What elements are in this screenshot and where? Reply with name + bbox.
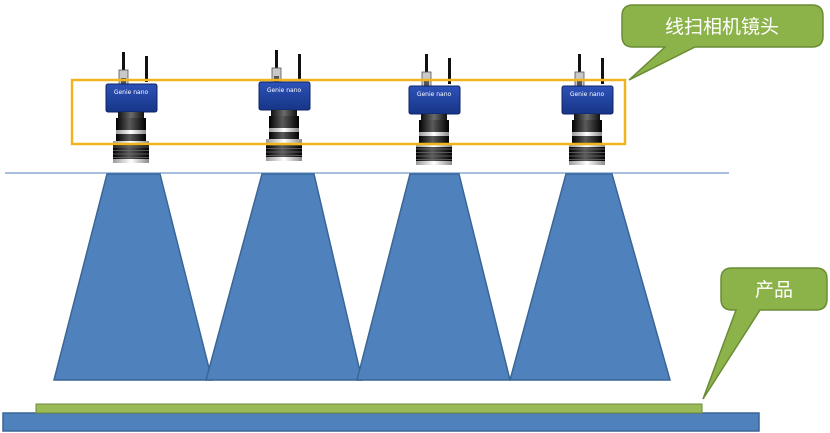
camera-highlight-box (70, 78, 627, 146)
lens-front-ring (569, 161, 605, 165)
lens-focus-ring (113, 145, 149, 159)
camera-1: Genie nano (105, 52, 158, 163)
product-callout: 产品 (702, 267, 828, 400)
lens-barrel (269, 132, 299, 139)
lens-ring-silver (116, 130, 146, 134)
lens-front-ring (266, 157, 302, 161)
camera-brand-label: Genie nano (114, 89, 149, 96)
lens-barrel (572, 136, 602, 143)
camera-cable (145, 56, 148, 82)
fov-cone-4 (509, 173, 671, 381)
lens-ring-silver (269, 128, 299, 132)
lens-focus-ring (266, 143, 302, 157)
camera-cable (601, 58, 604, 84)
camera-2: Genie nano (258, 50, 311, 161)
conveyor-base (2, 412, 760, 432)
lens-front-ring (416, 161, 452, 165)
lens-barrel (572, 120, 602, 132)
camera-cable (275, 50, 278, 80)
camera-mount (118, 112, 144, 118)
lens-ring-silver (419, 132, 449, 136)
camera-3: Genie nano (408, 54, 461, 165)
product-callout-shape (702, 267, 828, 400)
camera-brand-label: Genie nano (267, 87, 302, 94)
field-of-view-cones (53, 173, 671, 381)
fov-cone-1 (53, 173, 213, 381)
lens-barrel (269, 116, 299, 128)
camera-lens-callout: 线扫相机镜头 (621, 4, 824, 81)
lens-barrel (419, 120, 449, 132)
fov-cone-3 (356, 173, 511, 381)
lens-front-ring (113, 159, 149, 163)
camera-cable (578, 54, 581, 84)
camera-connector-tip (424, 80, 429, 86)
product-label: 产品 (755, 279, 793, 301)
camera-mount (271, 110, 297, 116)
lens-ring-silver (572, 132, 602, 136)
lens-barrel (116, 134, 146, 141)
camera-brand-label: Genie nano (570, 91, 605, 98)
camera-mount (421, 114, 447, 120)
lens-barrel (116, 118, 146, 130)
camera-lens-callout-shape (621, 4, 824, 81)
camera-cable (425, 54, 428, 84)
lens-focus-ring (416, 147, 452, 161)
lens-ring-silver (266, 139, 302, 143)
camera-connector-tip (577, 80, 582, 86)
camera-lens-label: 线扫相机镜头 (665, 16, 779, 38)
camera-brand-label: Genie nano (417, 91, 452, 98)
camera-cable (448, 58, 451, 84)
lens-focus-ring (569, 147, 605, 161)
lens-barrel (419, 136, 449, 143)
fov-cone-2 (205, 173, 363, 381)
product-strip (35, 403, 703, 414)
camera-4: Genie nano (561, 54, 614, 165)
camera-cable (122, 52, 125, 82)
camera-mount (574, 114, 600, 120)
camera-cable (298, 54, 301, 80)
